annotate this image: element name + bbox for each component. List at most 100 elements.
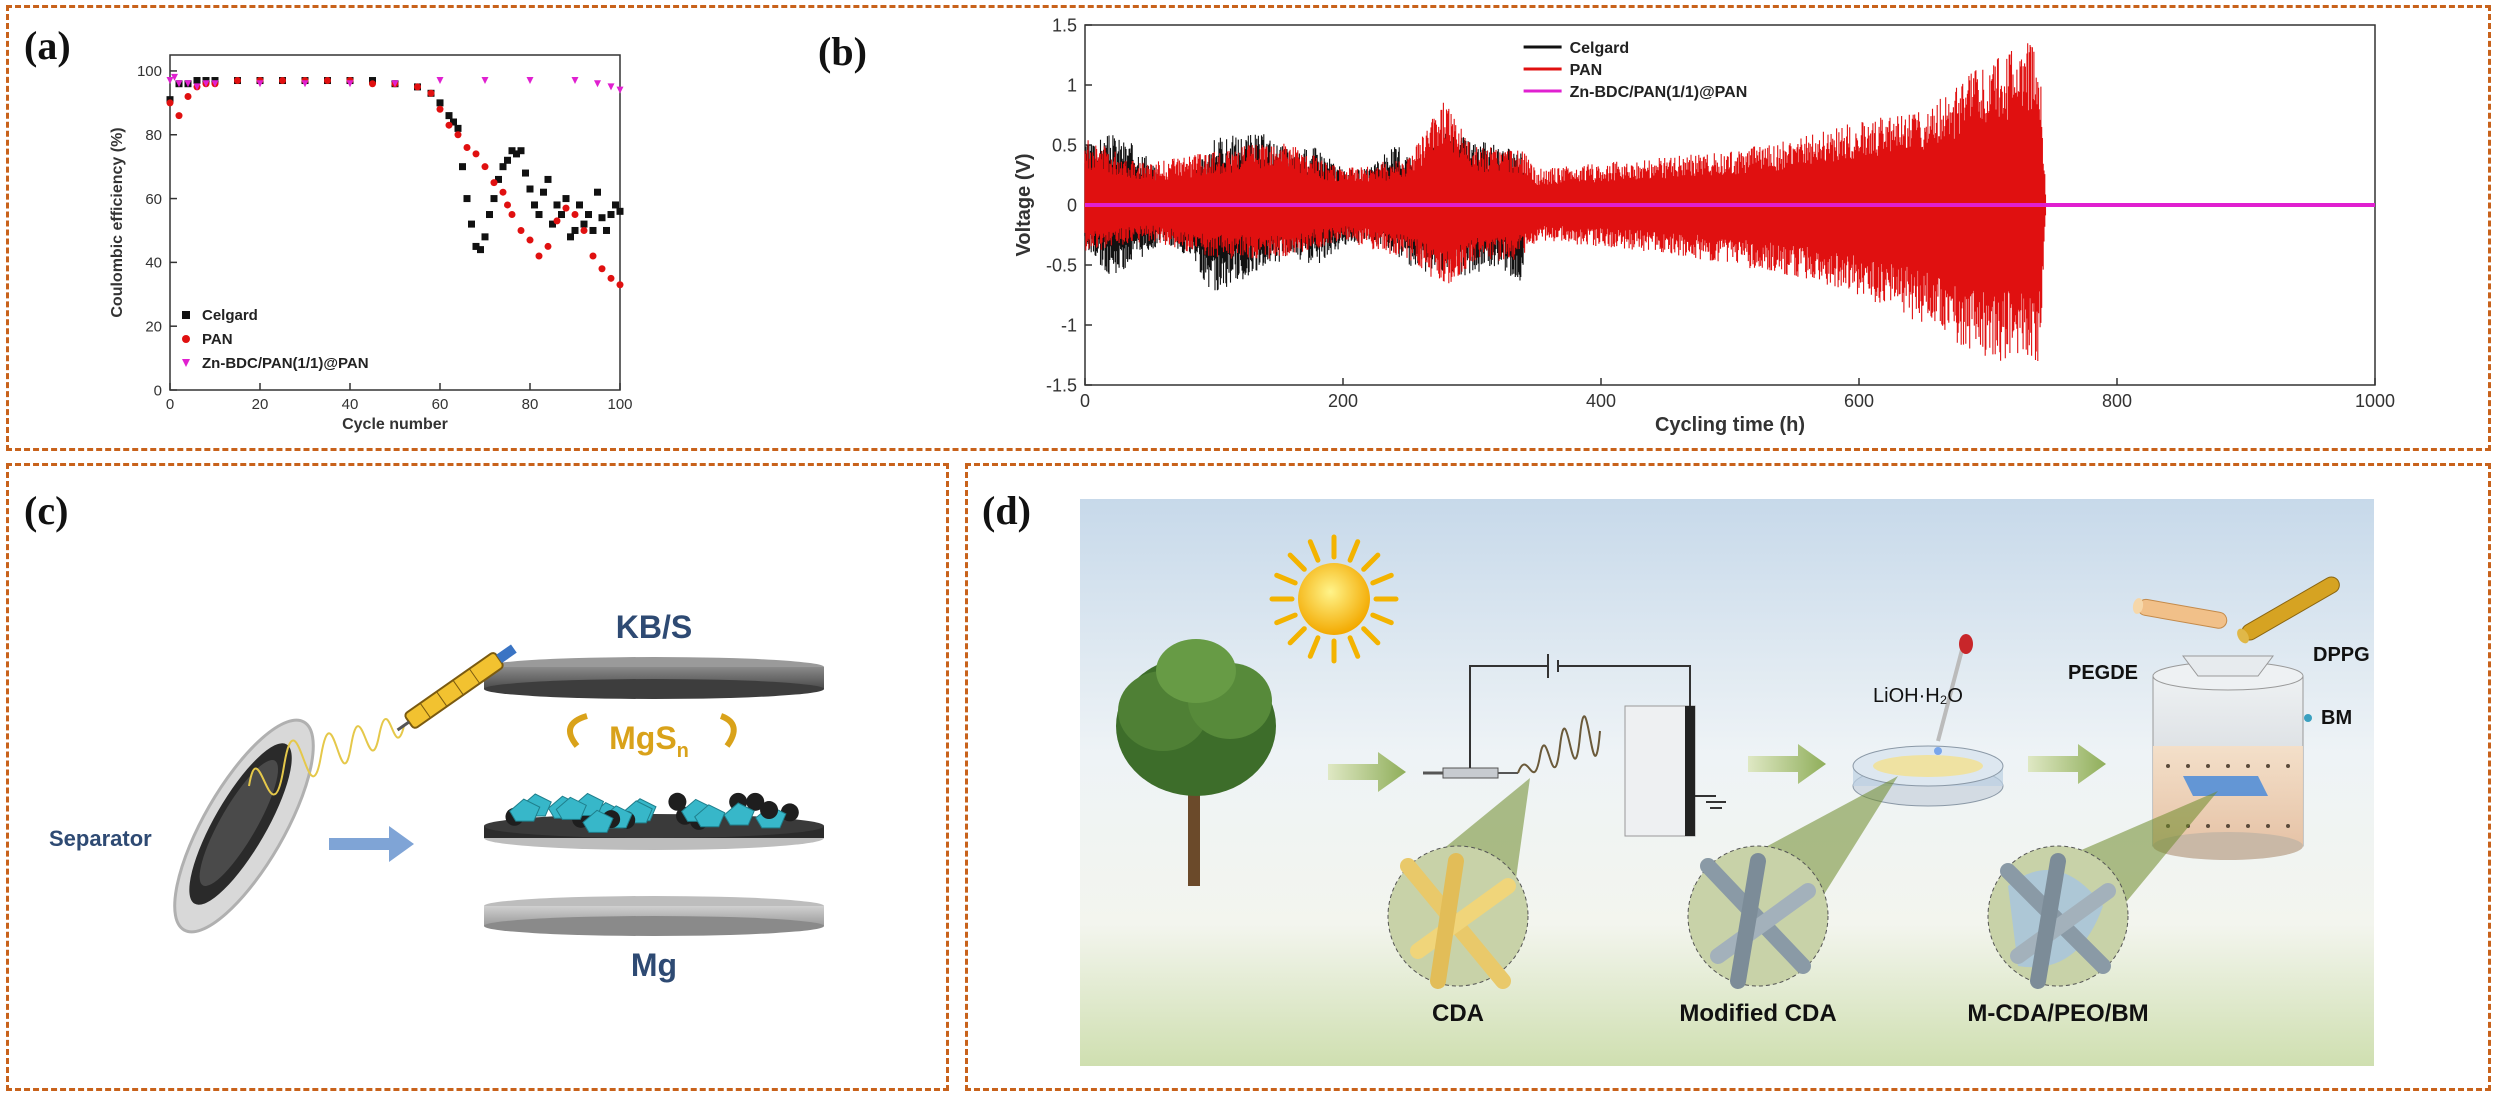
sun-ray [1361,552,1381,572]
data-point [301,80,309,88]
legend-label: Zn-BDC/PAN(1/1)@PAN [202,355,369,372]
bm-particle [2266,764,2270,768]
arrow-right-icon [2028,744,2106,784]
data-point [468,220,475,228]
particle-crystal [509,798,541,822]
electrode-with-particles [484,792,824,850]
sun-ray [1287,552,1307,572]
data-point [445,121,453,129]
data-point [607,83,615,91]
lioh-label: LiOH·H₂O [1873,685,1963,707]
data-point [495,175,502,183]
data-point [369,80,376,88]
data-point [499,163,507,171]
separator-disc [173,718,315,934]
data-point [477,246,484,254]
data-point [508,147,516,155]
y-tick-label: 100 [137,63,162,80]
x-tick-label: 60 [432,396,449,413]
bm-dot-icon [2304,714,2312,722]
data-point [607,274,615,282]
data-point [567,233,574,241]
data-point [445,112,453,120]
data-point [526,77,534,85]
y-tick-label: 0.5 [1052,135,1077,155]
data-point [184,92,192,100]
x-tick-label: 1000 [2355,391,2395,411]
legend-label: Celgard [1570,40,1630,57]
data-point [562,204,570,212]
y-axis-title: Coulombic efficiency (%) [109,127,126,317]
bm-label: BM [2321,707,2352,729]
legend-label: PAN [1570,62,1603,79]
y-axis-title: Voltage (V) [1013,154,1035,257]
funnel [2182,655,2274,677]
sun-ray [1370,612,1394,626]
x-tick-label: 100 [607,396,632,413]
data-point [526,185,534,193]
data-point [504,201,511,209]
data-point [544,175,552,183]
particle-carbon [760,801,779,820]
data-point [427,89,435,97]
frame-top [6,5,2491,451]
data-point [193,77,201,85]
pegde-label: PEGDE [2068,662,2138,684]
data-point [589,252,597,260]
data-point [580,220,588,228]
x-tick-label: 0 [166,396,174,413]
diagram-d: LiOH·H₂O PEGDE DPPG BM [1080,499,2374,1066]
particle-carbon [780,803,799,822]
modified-cda-fiber-zoom [1687,845,1829,989]
data-point [436,99,444,107]
sun-ray [1307,635,1321,659]
y-tick-label: 80 [145,127,162,144]
y-tick-label: -1.5 [1046,375,1077,395]
mg-label: Mg [631,947,677,983]
mgsn-arrows [566,713,737,748]
tree-icon [1116,639,1276,886]
data-point [463,195,471,203]
data-point [166,77,174,85]
test-tube-left [2132,598,2228,629]
y-tick-label: 40 [145,255,162,272]
bm-particle [2286,824,2290,828]
plot-frame [169,54,621,391]
data-point [211,80,219,88]
data-point [202,80,210,88]
x-tick-label: 400 [1586,391,1616,411]
legend-marker [182,359,190,367]
particle-carbon [668,792,687,811]
data-point [472,150,480,158]
particle-carbon [746,792,765,811]
data-point [175,112,183,120]
data-point [517,147,525,155]
mcda-label: M-CDA/PEO/BM [1967,1000,2148,1027]
bm-particle [2226,824,2230,828]
arrow-right-icon [1748,744,1826,784]
cda-fiber-zoom [1387,845,1529,989]
electrospinning-setup [1423,654,1726,837]
sun-ray [1274,572,1298,586]
series-line [1084,43,2047,361]
data-point [166,99,174,107]
y-tick-label: -0.5 [1046,255,1077,275]
data-point [571,226,579,234]
data-point [616,281,624,289]
data-point [576,201,583,209]
data-point [481,233,489,241]
data-point [526,236,534,244]
bm-particle [2206,824,2210,828]
x-tick-label: 200 [1328,391,1358,411]
data-point [436,77,444,85]
data-point [459,163,466,171]
data-point [454,124,462,132]
test-tube-right [2237,576,2340,644]
data-point [549,220,556,228]
sun-icon [1269,534,1399,664]
legend-label: PAN [202,331,233,348]
data-point [171,73,178,81]
data-point [234,77,241,85]
spinning-jet [248,718,405,796]
